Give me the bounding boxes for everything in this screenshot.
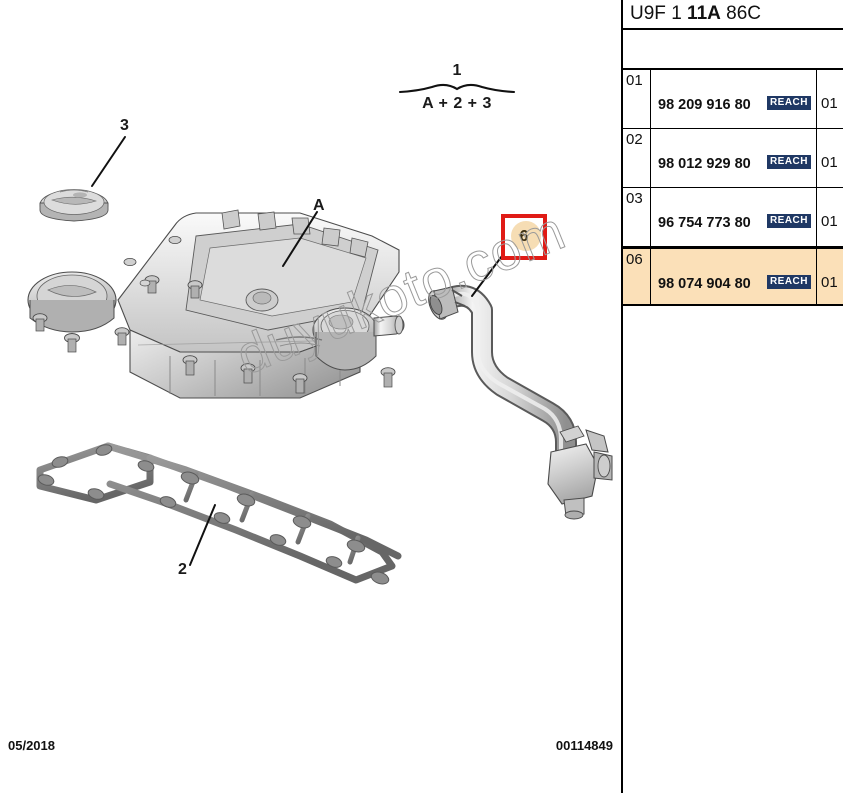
part-cylinder-head-cover (27, 209, 405, 399)
callout-label-a: A (313, 197, 325, 214)
title-suffix: 86C (726, 3, 761, 24)
row-main-cell: 96 754 773 80 REACH (651, 188, 817, 246)
row-index: 06 (623, 249, 651, 304)
part-breather-hose (428, 284, 613, 520)
callout-label-2: 2 (178, 561, 187, 578)
part-bolt-bosses (32, 235, 396, 394)
part-oil-separator (312, 307, 405, 371)
parts-table-header: U9F 1 11A 86C (623, 0, 843, 30)
part-center-boss (245, 288, 279, 312)
callout-label-3: 3 (120, 117, 129, 134)
table-row-highlighted[interactable]: 06 98 074 904 80 REACH 01 (623, 247, 843, 306)
bracket-bottom-text: A + 2 + 3 (422, 95, 492, 112)
title-code: 11A (687, 3, 721, 24)
table-row[interactable]: 03 96 754 773 80 REACH 01 (623, 188, 843, 247)
part-gasket-eyelets (37, 444, 390, 585)
curly-brace-icon (398, 83, 516, 94)
reach-badge: REACH (766, 214, 811, 228)
footer-reference: 00114849 (555, 738, 613, 753)
highlight-blob (511, 221, 541, 251)
title-prefix: U9F (630, 3, 666, 24)
part-number: 98 074 904 80 (658, 276, 751, 292)
row-quantity: 01 (821, 154, 838, 171)
engine-parts-illustration (27, 136, 613, 585)
row-quantity: 01 (821, 274, 838, 291)
row-index: 03 (623, 188, 651, 246)
reach-badge: REACH (766, 275, 811, 289)
part-number: 96 754 773 80 (658, 215, 751, 231)
parts-table-subheader (623, 30, 843, 70)
parts-table-panel: U9F 1 11A 86C 01 98 209 916 80 REACH 01 … (621, 0, 843, 793)
title-number: 1 (671, 3, 682, 24)
table-row[interactable]: 01 98 209 916 80 REACH 01 (623, 70, 843, 129)
row-quantity: 01 (821, 213, 838, 230)
table-row[interactable]: 02 98 012 929 80 REACH 01 (623, 129, 843, 188)
row-main-cell: 98 074 904 80 REACH (651, 249, 817, 304)
part-hose-valve-body (547, 425, 613, 520)
highlight-marker-label: 6 (519, 228, 529, 245)
row-index: 01 (623, 70, 651, 128)
part-cam-cover-housing (27, 271, 117, 333)
row-index: 02 (623, 129, 651, 187)
bracket-top-number: 1 (452, 62, 462, 79)
row-quantity: 01 (821, 95, 838, 112)
parts-table-title: U9F 1 11A 86C (630, 3, 761, 25)
row-main-cell: 98 209 916 80 REACH (651, 70, 817, 128)
row-main-cell: 98 012 929 80 REACH (651, 129, 817, 187)
part-oil-filler-cap (39, 189, 109, 222)
part-number: 98 012 929 80 (658, 156, 751, 172)
footer-date: 05/2018 (8, 738, 55, 753)
exploded-diagram-panel: 1 A + 2 + 3 3 A 2 6 duyukoto.com 05/2018… (8, 62, 613, 753)
bracket-group: 1 A + 2 + 3 (392, 62, 522, 113)
part-hose-connector (428, 286, 466, 320)
part-number: 98 209 916 80 (658, 97, 751, 113)
callout-leader-lines (91, 136, 506, 566)
highlight-marker-6[interactable]: 6 (501, 214, 547, 260)
reach-badge: REACH (766, 96, 811, 110)
reach-badge: REACH (766, 155, 811, 169)
